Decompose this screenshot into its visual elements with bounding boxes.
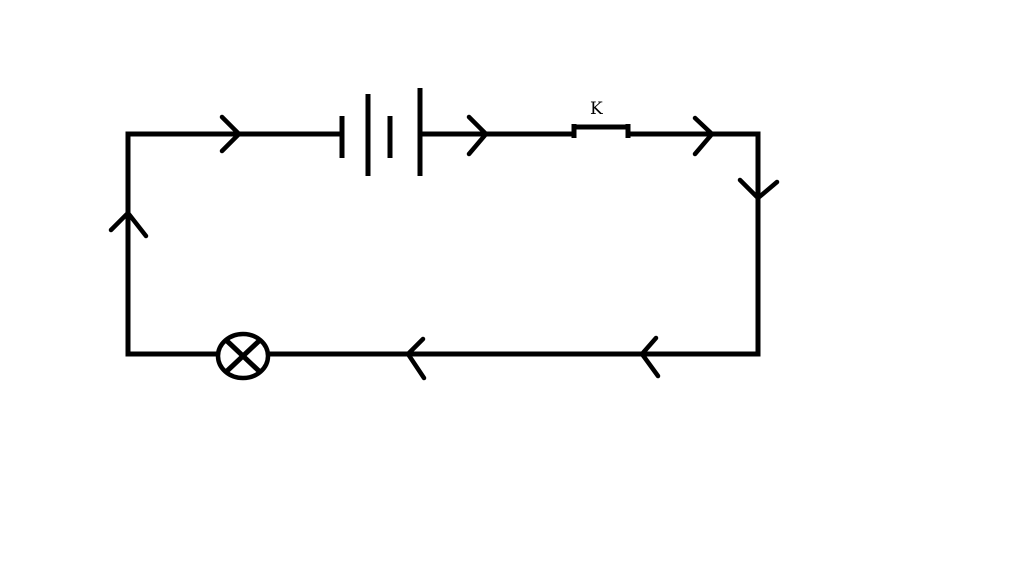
- wire-top-right: [268, 131, 761, 357]
- lamp-icon: [215, 331, 271, 381]
- battery-icon: [339, 88, 423, 176]
- arrow-bottom-1: [639, 335, 661, 379]
- arrow-bottom-2: [405, 336, 427, 381]
- current-arrows: [108, 114, 780, 381]
- wire-bottom-left: [125, 228, 218, 357]
- arrow-top-1: [219, 114, 242, 154]
- switch-icon: K: [571, 99, 631, 138]
- arrow-top-2: [466, 114, 489, 157]
- arrow-right-side: [737, 177, 780, 201]
- arrow-left-side: [108, 210, 149, 239]
- arrow-top-3: [692, 115, 715, 157]
- wire-top-left: [125, 131, 342, 228]
- switch-label: K: [590, 99, 603, 119]
- circuit-wires: [125, 131, 761, 357]
- lamp-cross-b: [224, 338, 262, 374]
